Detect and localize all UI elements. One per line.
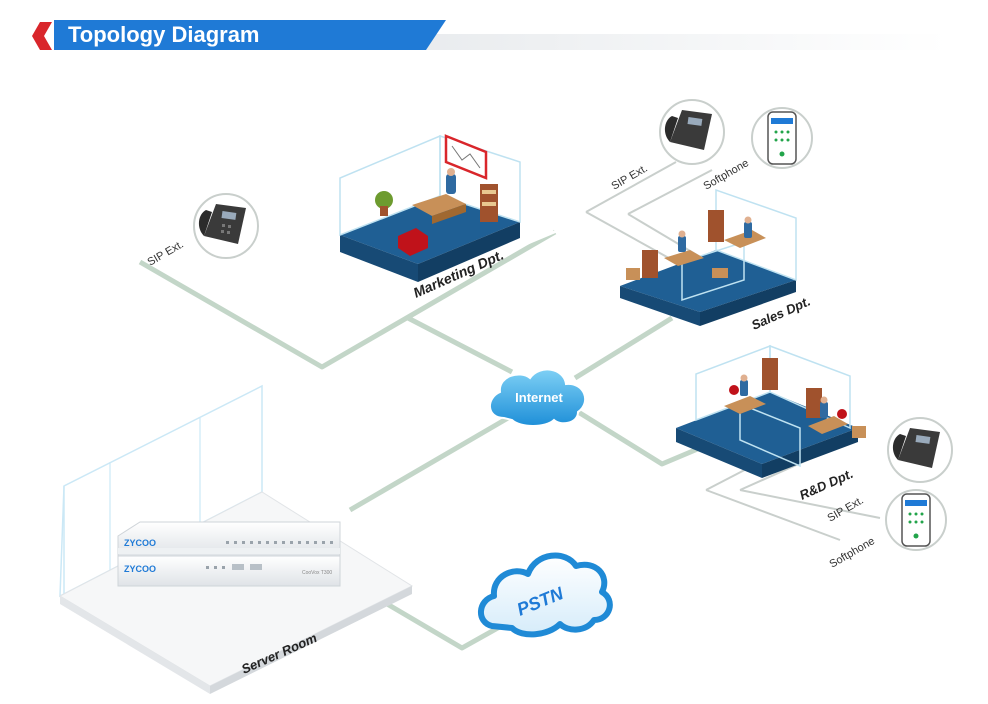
port-leds <box>206 541 333 570</box>
pstn-cloud-icon <box>478 552 613 638</box>
title-banner <box>32 20 948 50</box>
internet-label: Internet <box>515 390 563 405</box>
brand-logo-bottom: ZYCOO <box>124 564 156 574</box>
sip-phone-icon-left <box>193 193 259 259</box>
phone-links <box>585 161 881 541</box>
marketing-room <box>339 134 558 282</box>
rnd-room <box>676 344 870 478</box>
sip-phone-icon-sales <box>659 99 725 165</box>
brand-logo-top: ZYCOO <box>124 538 156 548</box>
sip-phone-icon-rnd <box>887 417 953 483</box>
softphone-label-rnd: Softphone <box>828 535 877 570</box>
softphone-icon-rnd <box>885 489 947 551</box>
sip-ext-label-rnd: SIP Ext. <box>826 494 866 524</box>
red-chevron-icon <box>32 22 52 50</box>
rnd-label: R&D Dpt. <box>797 466 855 503</box>
softphone-label-sales: Softphone <box>702 157 751 192</box>
sales-room <box>620 188 810 326</box>
internet-cloud-icon <box>489 368 587 427</box>
softphone-icon-sales <box>751 107 813 169</box>
pbx-device: ZYCOO ZYCOO CooVox T300 <box>117 521 341 587</box>
sip-ext-label-left: SIP Ext. <box>146 238 186 268</box>
page-title: Topology Diagram <box>68 22 260 47</box>
device-model: CooVox T300 <box>302 570 332 576</box>
